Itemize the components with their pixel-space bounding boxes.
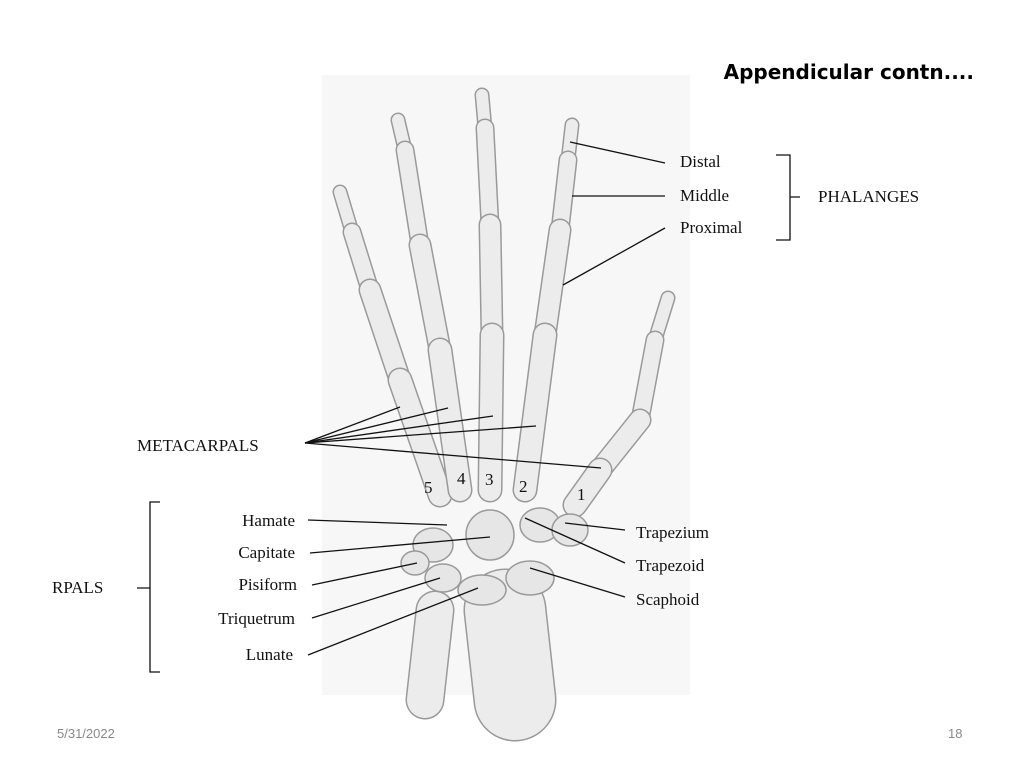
finger-3-bone — [479, 324, 503, 501]
leader-lines — [137, 141, 800, 673]
finger-4-bone — [429, 339, 471, 501]
label-phalanges: PHALANGES — [818, 187, 920, 206]
slide-page-number: 18 — [948, 726, 963, 741]
label-metacarpals: METACARPALS — [137, 436, 259, 455]
finger-1-bone — [632, 332, 663, 428]
label-distal: Distal — [680, 152, 721, 171]
finger-3-bone — [477, 120, 498, 233]
radius-bone — [465, 570, 555, 740]
finger-4-bone — [410, 235, 450, 360]
ulna-bone — [407, 592, 453, 718]
label-triquetrum: Triquetrum — [218, 609, 295, 628]
finger-2-bone — [514, 324, 556, 501]
label-carpals: RPALS — [52, 578, 104, 597]
label-capitate: Capitate — [238, 543, 295, 562]
label-trapezoid: Trapezoid — [636, 556, 705, 575]
metacarpal-number-2: 2 — [519, 477, 528, 496]
trapezium-bone — [551, 513, 589, 547]
hand-bones — [332, 87, 676, 742]
finger-5-bone — [360, 280, 410, 390]
label-pisiform: Pisiform — [238, 575, 297, 594]
label-proximal: Proximal — [680, 218, 743, 237]
slide-title: Appendicular contn.... — [723, 60, 974, 84]
metacarpal-number-4: 4 — [457, 469, 466, 488]
slide-date: 5/31/2022 — [57, 726, 115, 741]
finger-3-bone — [480, 215, 502, 345]
metacarpal-number-5: 5 — [424, 478, 433, 497]
finger-2-bone — [552, 152, 576, 238]
label-middle: Middle — [680, 186, 730, 205]
label-lunate: Lunate — [245, 645, 293, 664]
capitate-bone — [465, 509, 515, 561]
finger-2-bone — [535, 220, 570, 345]
finger-5-bone — [389, 369, 451, 506]
label-hamate: Hamate — [242, 511, 295, 530]
metacarpal-number-1: 1 — [577, 485, 586, 504]
triquetrum-bone — [424, 563, 462, 593]
metacarpal-number-3: 3 — [485, 470, 494, 489]
lunate-bone — [457, 574, 507, 606]
label-trapezium: Trapezium — [636, 523, 710, 542]
finger-4-bone — [397, 142, 428, 253]
scaphoid-bone — [505, 560, 555, 596]
finger-1-bone — [564, 459, 611, 516]
label-scaphoid: Scaphoid — [636, 590, 700, 609]
